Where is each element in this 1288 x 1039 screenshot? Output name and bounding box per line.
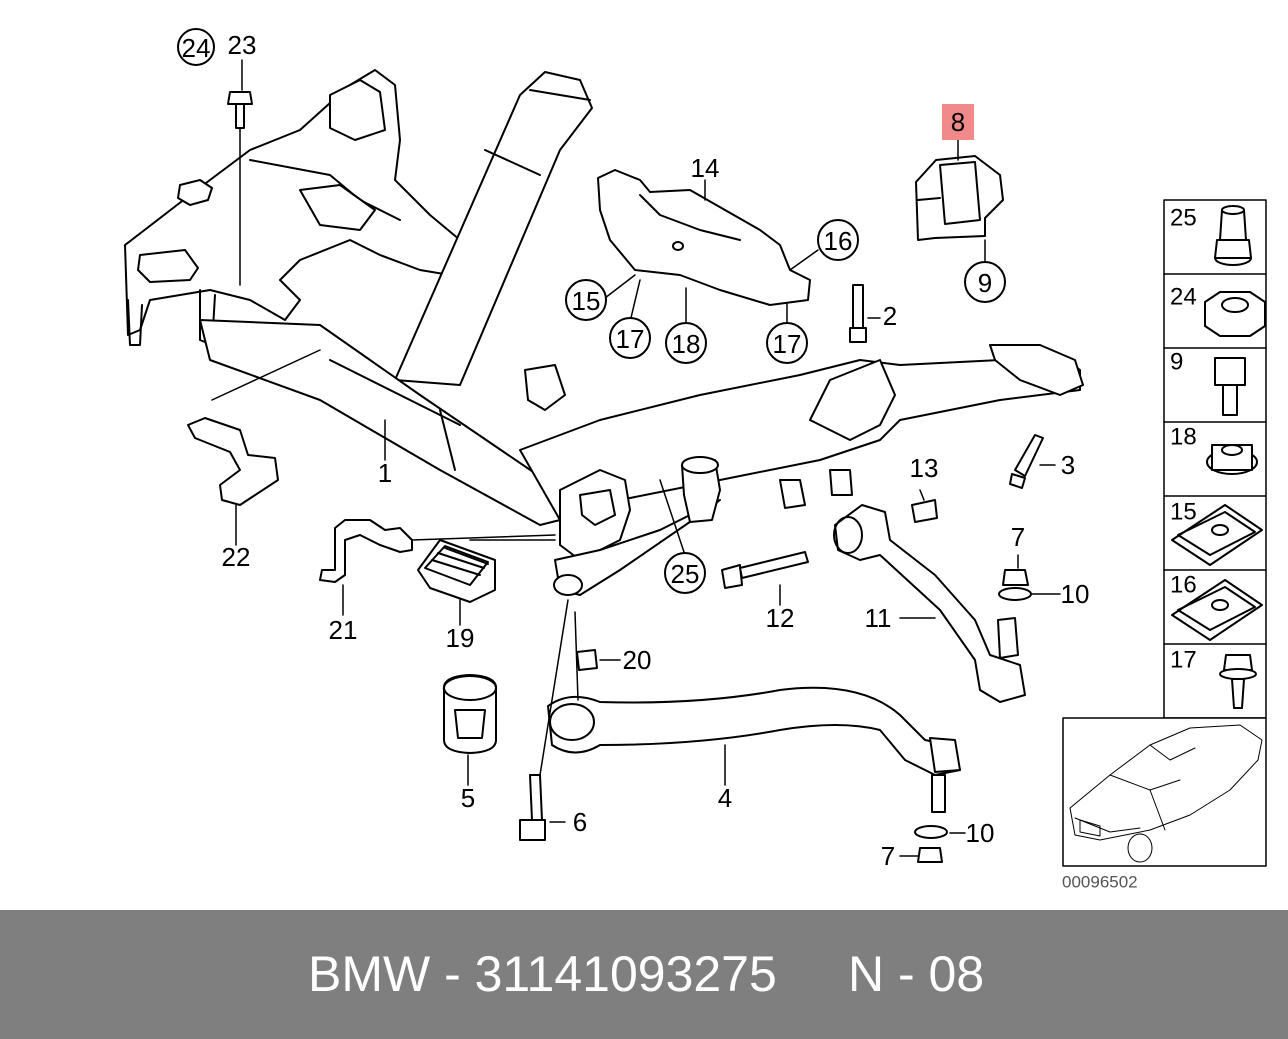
legend-label-9: 9 [1170,349,1183,376]
callout-6[interactable]: 6 [573,807,587,837]
callout-1[interactable]: 1 [378,458,392,488]
legend-label-15: 15 [1170,499,1197,526]
callout-13[interactable]: 13 [910,453,939,483]
callout-20[interactable]: 20 [623,645,652,675]
callout-8[interactable]: 8 [951,107,965,137]
collar-nut-icon [1206,444,1258,475]
callout-4[interactable]: 4 [718,783,732,813]
callout-12[interactable]: 12 [766,603,795,633]
leader-lines [211,59,1061,857]
callout-11[interactable]: 11 [865,603,892,633]
callout-17[interactable]: 17 [616,324,645,354]
bracket-22-illustration [187,417,279,506]
callout-7[interactable]: 7 [881,841,895,871]
position-text: N - 08 [848,946,985,1002]
legend-label-16: 16 [1170,572,1197,599]
bracket-21-illustration [319,519,413,583]
legend-label-18: 18 [1170,424,1197,451]
callout-22[interactable]: 22 [222,542,251,572]
hex-nut-icon [1204,291,1266,337]
callout-10[interactable]: 10 [1061,579,1090,609]
hex-bolt-icon [1214,357,1246,416]
callout-16[interactable]: 16 [824,226,853,256]
bracket-illustration [915,155,1004,241]
callout-18[interactable]: 18 [672,329,701,359]
callout-5[interactable]: 5 [461,783,475,813]
callout-7[interactable]: 7 [1011,522,1025,552]
callout-8-highlight [942,104,974,140]
callout-21[interactable]: 21 [329,615,358,645]
clip-nut-icon [1171,504,1263,566]
callout-9[interactable]: 9 [978,268,992,298]
legend-label-17: 17 [1170,647,1197,674]
part-number-footer: BMW - 31141093275 N - 08 [0,910,1288,1039]
bushing-5-illustration [442,674,498,754]
callout-24[interactable]: 24 [182,33,211,63]
callout-circles [177,28,1006,594]
callout-15[interactable]: 15 [572,286,601,316]
screw-icon [1219,654,1257,709]
clip-nut-icon [1171,579,1263,641]
callout-19[interactable]: 19 [446,623,475,653]
legend-label-24: 24 [1170,284,1197,311]
callout-2[interactable]: 2 [883,301,897,331]
car-thumbnail [1062,717,1267,867]
heat-shield-illustration [597,169,811,306]
callout-23[interactable]: 23 [228,30,257,60]
callout-14[interactable]: 14 [691,153,720,183]
nut-flanged-icon [1214,205,1252,266]
parts-diagram: 24 23 14 8 9 16 15 17 18 17 2 3 1 13 22 … [124,28,1267,892]
pad-19-illustration [417,539,496,603]
subframe-illustration [124,69,1084,596]
tension-strut-11-illustration [833,504,1026,703]
control-arm-4-illustration [547,686,961,813]
part-number-text: BMW - 31141093275 [308,946,777,1002]
fasteners-illustration [227,91,1044,863]
callout-17[interactable]: 17 [773,329,802,359]
callout-25[interactable]: 25 [671,559,700,589]
legend-label-25: 25 [1170,205,1197,232]
callout-3[interactable]: 3 [1061,450,1075,480]
callout-10[interactable]: 10 [966,818,995,848]
diagram-number: 00096502 [1062,873,1138,892]
